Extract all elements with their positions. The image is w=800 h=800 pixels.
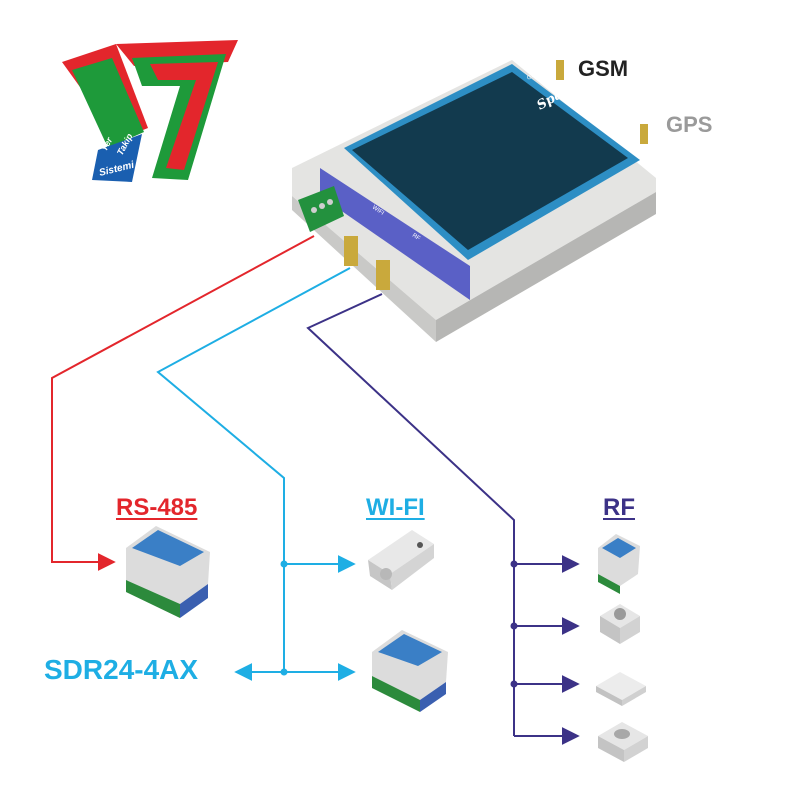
yer-takip-logo: Yer Takip Sistemi xyxy=(62,40,238,182)
rs485-connector xyxy=(51,235,315,571)
rf-connector xyxy=(306,293,580,745)
group-label-rf: RF xyxy=(603,494,635,521)
group-label-rs485: RS-485 xyxy=(116,494,198,521)
rs485-module xyxy=(126,526,210,618)
rf-motion-sensor xyxy=(598,722,648,762)
port-label-gsm: GSM xyxy=(526,70,541,82)
rf-wall-switch xyxy=(596,672,646,706)
wifi-connector xyxy=(156,267,356,681)
antenna-label-gsm: GSM xyxy=(578,56,629,81)
sdr24-4ax-module xyxy=(372,630,448,712)
wifi-sensor xyxy=(368,530,434,590)
group-label-wifi: WI-FI xyxy=(366,494,425,521)
sdr24-4ax-label: SDR24-4AX xyxy=(44,654,199,685)
rf-socket-plug xyxy=(600,604,640,644)
main-device: SpaceDial GSM GPS WIFI RF xyxy=(292,60,656,342)
port-label-rf: RF xyxy=(411,233,421,243)
port-label-gps: GPS xyxy=(608,123,622,134)
rf-module xyxy=(598,534,640,594)
antenna-label-gps: GPS xyxy=(666,112,713,137)
